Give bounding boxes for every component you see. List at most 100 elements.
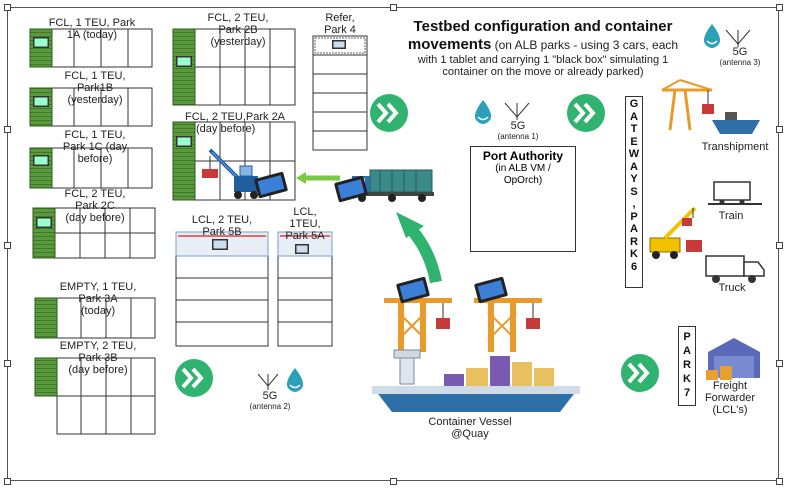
label-park-5b-line2: Park 5B xyxy=(202,226,242,238)
label-freight-line2: Forwarder xyxy=(704,392,756,404)
label-park-3a-line3: (today) xyxy=(80,305,116,317)
chevron-button-2 xyxy=(567,94,605,132)
park-1a-slots xyxy=(29,28,153,68)
park-3b-slots xyxy=(34,357,156,435)
gateways-letter: R xyxy=(630,235,638,248)
port-authority-sub1: (in ALB VM / xyxy=(495,163,551,174)
label-park-1c-line2: Park 1C (day xyxy=(62,141,128,153)
tablet-icon-crane-left xyxy=(396,276,430,304)
title-subtitle-1: (on ALB parks - using 3 cars, each xyxy=(494,38,679,52)
label-park-2a-line1: FCL, 2 TEU,Park 2A xyxy=(184,111,286,123)
label-park-5b: LCL, 2 TEU, Park 5B xyxy=(176,214,268,238)
gateways-letter: , xyxy=(632,198,636,210)
gateways-letter: E xyxy=(630,135,638,148)
resize-handle-tr[interactable] xyxy=(776,4,783,11)
label-park-3a-line1: EMPTY, 1 TEU, xyxy=(59,281,137,293)
gateways-letter: A xyxy=(630,223,638,235)
container-vessel-icon xyxy=(372,349,580,412)
label-park-2c-line3: (day before) xyxy=(65,212,125,224)
label-antenna-2-sub: (antenna 2) xyxy=(249,402,291,411)
label-park-3b-line2: Park 3B xyxy=(78,352,118,364)
label-freight-line1: Freight xyxy=(712,380,748,392)
park7-letter: R xyxy=(683,359,691,371)
label-park-2c-line1: FCL, 2 TEU, xyxy=(64,188,126,200)
label-park-2b-line1: FCL, 2 TEU, xyxy=(207,12,269,24)
label-park-2c: FCL, 2 TEU, Park 2C (day before) xyxy=(40,188,150,224)
label-park-2b-line3: (yesterday) xyxy=(210,36,266,48)
tablet-icon-crane-right xyxy=(474,276,508,304)
resize-handle-tm[interactable] xyxy=(390,4,397,11)
park7-letter: A xyxy=(683,345,691,357)
resize-handle-mr[interactable] xyxy=(776,242,783,249)
gateways-letter: S xyxy=(630,185,638,198)
antenna-3-icon xyxy=(725,29,751,47)
mobile-crane-icon xyxy=(649,206,702,259)
drop-icon-2 xyxy=(286,368,304,392)
label-antenna-3-sub: (antenna 3) xyxy=(719,58,761,67)
park-1b-slots xyxy=(29,87,153,127)
park-5a-slots xyxy=(277,231,333,347)
label-park-2a-line2: (day before) xyxy=(196,123,256,135)
resize-handle-bl[interactable] xyxy=(4,478,11,485)
label-vessel-line1: Container Vessel xyxy=(428,416,512,428)
title-subtitle-3: container on the move or already parked) xyxy=(442,66,644,78)
park7-letter: K xyxy=(683,373,691,385)
label-park-2b-line2: Park 2B xyxy=(218,24,258,36)
quay-crane-right-icon xyxy=(474,298,542,352)
park-3a-slots xyxy=(34,297,156,339)
gateways-letter: A xyxy=(630,110,638,123)
label-park-5a-line2: 1TEU, xyxy=(289,218,321,230)
resize-handle-br[interactable] xyxy=(776,478,783,485)
label-antenna-3-5g: 5G xyxy=(732,46,748,58)
resize-handle-r2[interactable] xyxy=(776,360,783,367)
label-park-1b-line1: FCL, 1 TEU, xyxy=(64,70,126,82)
reach-stacker-icon xyxy=(202,148,258,199)
resize-handle-tl[interactable] xyxy=(4,4,11,11)
label-park-3b: EMPTY, 2 TEU, Park 3B (day before) xyxy=(42,340,154,376)
chevron-button-3 xyxy=(175,359,213,397)
gantry-crane-icon xyxy=(661,79,714,131)
park-2b-slots xyxy=(172,28,296,106)
antenna-2-icon xyxy=(257,373,279,390)
label-park-4: Refer, Park 4 xyxy=(310,12,370,36)
drop-icon-3 xyxy=(703,24,721,48)
label-container-vessel: Container Vessel @Quay xyxy=(410,416,530,440)
port-authority-box: Port Authority (in ALB VM / OpOrch) xyxy=(470,146,576,252)
gateways-letter: P xyxy=(630,210,638,223)
label-freight-forwarder: Freight Forwarder (LCL's) xyxy=(690,380,770,416)
gateways-letter: 6 xyxy=(630,260,638,273)
label-antenna-2: 5G (antenna 2) xyxy=(242,390,298,411)
resize-handle-bm[interactable] xyxy=(390,478,397,485)
resize-handle-ml[interactable] xyxy=(4,242,11,249)
label-antenna-1: 5G (antenna 1) xyxy=(495,120,541,141)
label-park-1b: FCL, 1 TEU, Park1B (yesterday) xyxy=(40,70,150,106)
label-park-5a-line1: LCL, xyxy=(293,206,317,218)
label-park-4-line2: Park 4 xyxy=(324,24,356,36)
label-park-2b: FCL, 2 TEU, Park 2B (yesterday) xyxy=(182,12,294,48)
tablet-icon-truck xyxy=(334,175,368,203)
train-icon xyxy=(708,181,762,205)
resize-handle-l1[interactable] xyxy=(4,126,11,133)
resize-handle-l2[interactable] xyxy=(4,360,11,367)
park-2c-slots xyxy=(32,207,156,259)
label-park-3b-line3: (day before) xyxy=(68,364,128,376)
truck-icon xyxy=(705,255,765,283)
curved-arrow-quay-to-truck xyxy=(396,212,442,284)
diagram-title: Testbed configuration and container move… xyxy=(378,18,708,78)
resize-handle-r1[interactable] xyxy=(776,126,783,133)
label-vessel-line2: @Quay xyxy=(451,428,489,440)
gateways-letter: K xyxy=(630,248,638,260)
label-park-2a: FCL, 2 TEU,Park 2A (day before) xyxy=(172,111,298,135)
title-subtitle-2: with 1 tablet and carrying 1 "black box"… xyxy=(417,54,669,66)
label-park-1a-line2: 1A (today) xyxy=(66,29,118,41)
antenna-1-icon xyxy=(504,102,530,120)
label-park-1a: FCL, 1 TEU, Park 1A (today) xyxy=(30,17,154,41)
gateways-park6-box xyxy=(625,96,643,288)
park-1c-slots xyxy=(29,147,153,189)
ship-icon xyxy=(712,112,760,134)
arrow-to-park2a xyxy=(296,172,340,184)
label-train: Train xyxy=(718,210,744,222)
drop-icon-1 xyxy=(474,100,492,124)
